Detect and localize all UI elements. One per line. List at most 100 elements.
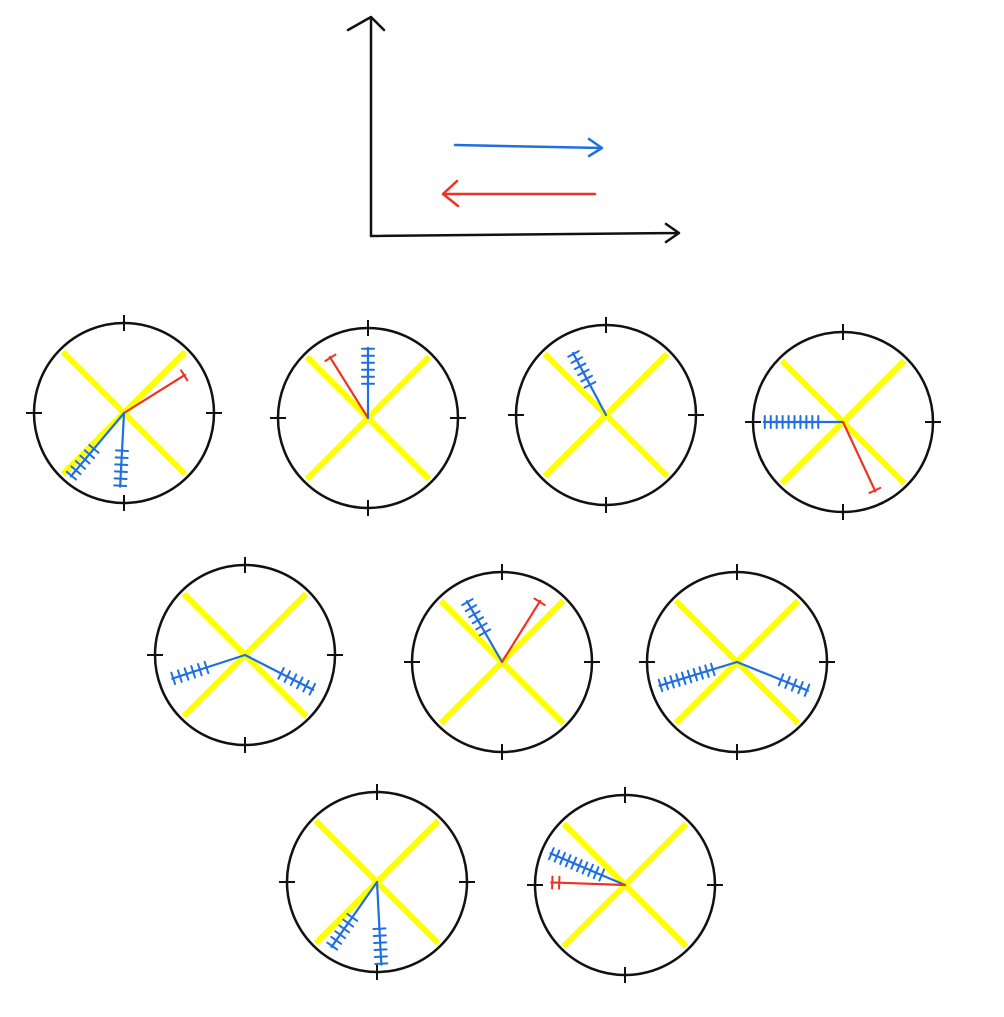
stress-circles: [26, 315, 941, 983]
blue-vector-tick: [564, 854, 572, 868]
stress-circle-7: [639, 564, 835, 760]
blue-arrow: [453, 137, 604, 158]
stress-circle-2: [270, 320, 466, 516]
x-axis-arrow: [369, 222, 681, 244]
blue-vector-tick: [308, 682, 316, 696]
blue-vector-tick: [663, 676, 670, 691]
blue-vector-tick: [790, 678, 798, 692]
blue-vector-tick: [803, 683, 811, 697]
blue-vector-tick: [784, 675, 791, 689]
blue-vector-tick: [548, 847, 555, 861]
red-vector-tick: [180, 369, 189, 382]
red-arrow: [441, 179, 597, 208]
red-vector: [500, 599, 542, 664]
red-vector: [328, 355, 370, 420]
blue-vector-tick: [296, 676, 304, 690]
blue-vector-tick: [573, 362, 587, 371]
blue-vector: [375, 880, 383, 966]
blue-vector-tick: [570, 856, 578, 870]
red-vector-tick: [533, 597, 546, 606]
blue-vector: [171, 653, 247, 680]
blue-vector-tick: [88, 443, 100, 454]
red-vector: [841, 420, 877, 493]
blue-vector-tick: [114, 463, 129, 467]
blue-vector-tick: [283, 670, 292, 683]
blue-vector-tick: [592, 866, 600, 880]
blue-vector-tick: [113, 484, 128, 488]
red-vector-tick: [324, 353, 337, 362]
blue-vector-tick: [74, 460, 87, 470]
blue-vector-tick: [710, 662, 716, 677]
blue-vector-tick: [346, 912, 359, 922]
blue-vector-tick: [334, 930, 347, 940]
blue-vector-tick: [468, 610, 481, 619]
blue-vector-tick: [461, 598, 474, 607]
stress-circle-4: [745, 324, 941, 520]
blue-vector-tick: [686, 669, 693, 684]
blue-vector-tick: [575, 859, 583, 873]
blue-vector-tick: [372, 927, 387, 931]
blue-vector: [243, 653, 315, 691]
y-axis-arrow: [346, 15, 386, 238]
blue-vector-tick: [777, 673, 785, 687]
blue-vector-tick: [302, 679, 310, 693]
red-vector: [122, 373, 187, 415]
blue-vector-tick: [570, 356, 584, 364]
stress-circle-6: [404, 564, 600, 760]
blue-vector-tick: [338, 924, 351, 934]
stress-circle-9: [527, 787, 723, 983]
blue-vector-tick: [113, 470, 128, 474]
blue-vector: [330, 880, 379, 948]
blue-vector: [735, 660, 810, 692]
blue-vector-tick: [581, 861, 589, 875]
blue-vector-tick: [471, 616, 485, 625]
blue-vector-tick: [203, 660, 210, 675]
blue-vector-tick: [176, 669, 183, 683]
blue-vector-tick: [183, 667, 190, 681]
blue-vector-tick: [580, 374, 593, 383]
blue-vector-tick: [373, 955, 388, 959]
blue-vector-tick: [680, 671, 687, 686]
blue-vector-tick: [675, 673, 681, 687]
blue-vector-tick: [190, 665, 197, 679]
blue-vector-tick: [577, 368, 590, 377]
blue-vector-tick: [698, 666, 704, 680]
blue-vector: [69, 411, 126, 478]
blue-vector-tick: [373, 941, 388, 945]
blue-vector-tick: [115, 449, 130, 453]
blue-vector-tick: [553, 849, 561, 863]
blue-vector-tick: [669, 675, 675, 689]
blue-vector-tick: [704, 664, 710, 678]
blue-vector-tick: [692, 667, 699, 682]
blue-vector-tick: [330, 935, 343, 945]
blue-vector-tick: [113, 477, 128, 481]
blue-vector-tick: [657, 678, 664, 693]
blue-vector-tick: [83, 449, 96, 460]
blue-vector-tick: [277, 667, 285, 680]
blue-vector-tick: [372, 934, 387, 938]
stress-circle-8: [279, 784, 475, 980]
blue-vector-tick: [373, 948, 388, 952]
blue-vector-tick: [326, 941, 339, 951]
blue-vector-tick: [559, 851, 566, 866]
blue-vector-tick: [475, 622, 488, 631]
stress-circle-3: [508, 317, 704, 513]
blue-vector-tick: [342, 918, 355, 928]
blue-vector-tick: [79, 454, 91, 465]
red-vector: [550, 881, 627, 887]
stress-circle-5: [147, 557, 343, 753]
red-vector-tick: [868, 486, 882, 494]
blue-vector-tick: [598, 868, 606, 882]
blue-vector-tick: [374, 962, 389, 966]
blue-vector-tick: [114, 456, 129, 460]
blue-vector-tick: [196, 662, 203, 677]
blue-vector-tick: [478, 628, 492, 637]
blue-vector-tick: [70, 465, 82, 476]
blue-vector-tick: [65, 470, 78, 481]
blue-vector-tick: [289, 673, 298, 687]
blue-vector-tick: [464, 604, 478, 613]
blue-vector-tick: [170, 671, 177, 686]
blue-vector-tick: [583, 380, 597, 389]
stress-circle-1: [26, 315, 222, 511]
